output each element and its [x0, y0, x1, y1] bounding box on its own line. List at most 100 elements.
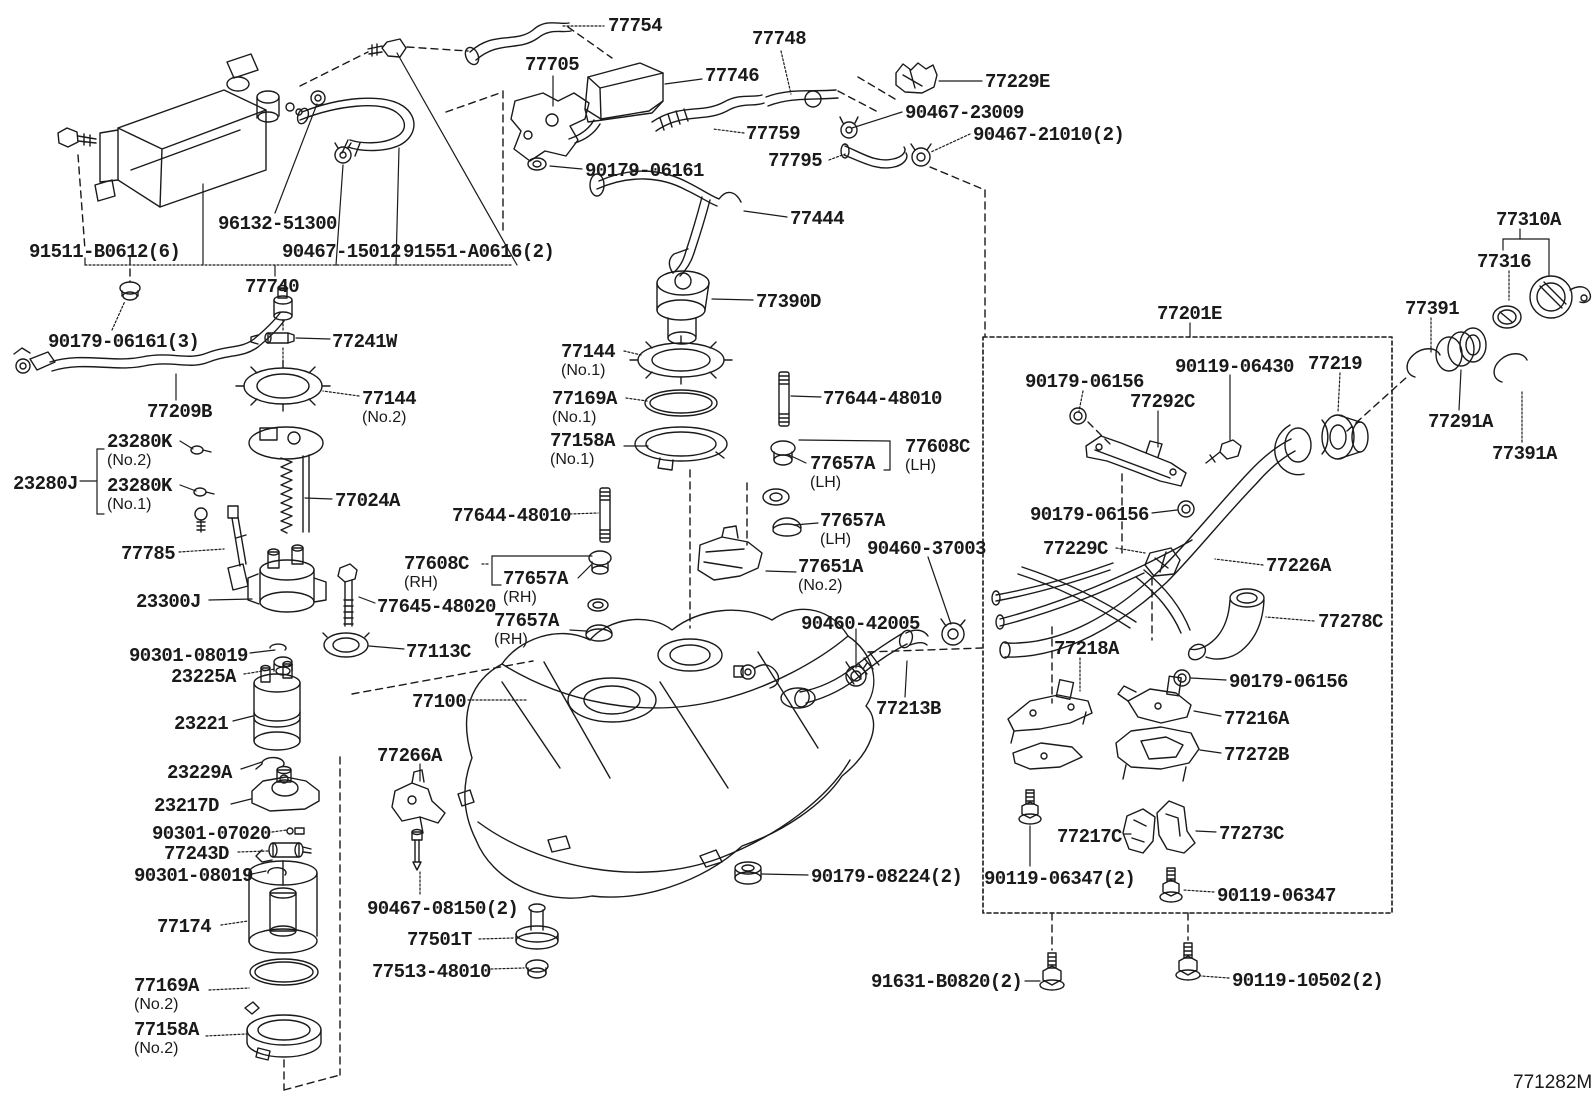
- part-number: 90119-10502(2): [1232, 970, 1384, 992]
- construction-line: [283, 1074, 341, 1091]
- part-label-77644-48010: 77644-48010: [452, 506, 571, 526]
- part-label-90179-06161: 90179-06161: [585, 161, 704, 181]
- leader-line: [230, 798, 252, 805]
- float-arm-77785: [227, 505, 249, 591]
- bolts-90119-06347: [1018, 789, 1183, 903]
- part-number: 77391A: [1492, 443, 1557, 465]
- part-label-90467-15012: 90467-15012: [282, 242, 401, 262]
- construction-line: [929, 166, 986, 191]
- cover-23217D: [251, 765, 320, 812]
- part-number-qualifier: (No.1): [552, 409, 597, 426]
- part-number: 77657A: [494, 610, 559, 632]
- part-number: 77316: [1477, 251, 1532, 273]
- part-label-90467-23009: 90467-23009: [905, 103, 1024, 123]
- bolt-91511-icon: [57, 127, 97, 148]
- bolt-77645-icon: [337, 563, 358, 627]
- part-label-77229c: 77229C: [1043, 539, 1108, 559]
- part-number: 77169A: [134, 975, 199, 997]
- pump-bracket-23300J: [247, 544, 327, 613]
- part-number: 77273C: [1219, 823, 1284, 845]
- leader-line: [569, 512, 599, 515]
- leader-line: [205, 1033, 247, 1037]
- filler-pipe-77226A: [991, 427, 1312, 659]
- plate-77158A-no2: [244, 1001, 322, 1061]
- part-number: 77209B: [147, 401, 212, 423]
- leader-line: [271, 829, 288, 833]
- part-label-90467-21010(2): 90467-21010(2): [973, 125, 1125, 145]
- part-label-77201e: 77201E: [1157, 304, 1222, 324]
- retainer-77144-no2: [235, 360, 331, 412]
- clamp-90460-37003-icon: [940, 618, 966, 646]
- leader-line: [237, 850, 269, 853]
- part-number: 77158A: [550, 430, 615, 452]
- part-label-77213b: 77213B: [876, 699, 941, 719]
- leader-line: [549, 165, 583, 170]
- leader-line: [179, 440, 194, 450]
- part-number: 91551-A0616(2): [403, 241, 555, 263]
- nut-90179-08224-icon: [734, 861, 762, 885]
- shield-77291A: [1435, 327, 1487, 372]
- part-number: 91631-B0820(2): [871, 971, 1023, 993]
- leader-line: [304, 497, 333, 500]
- nuts-90179-06156: [1069, 407, 1195, 687]
- part-label-77158a: 77158A(No.1): [550, 431, 615, 468]
- part-number: 77100: [412, 691, 467, 713]
- part-label-77273c: 77273C: [1219, 824, 1284, 844]
- leader-line: [828, 153, 846, 161]
- part-number-qualifier: (No.2): [798, 577, 843, 594]
- part-label-23280k: 23280K(No.2): [107, 432, 172, 469]
- part-number-qualifier: (RH): [404, 574, 438, 591]
- part-number: 77201E: [1157, 303, 1222, 325]
- part-label-91631-b0820(2): 91631-B0820(2): [871, 971, 1023, 993]
- part-number: 77608C: [905, 436, 970, 458]
- ring-23229A: [255, 756, 285, 770]
- grommets-77657A-rh: [585, 550, 613, 642]
- fuel-cap-77310A: [1529, 275, 1592, 319]
- part-label-77226a: 77226A: [1266, 556, 1331, 576]
- part-label-77391: 77391: [1405, 299, 1460, 319]
- part-number: 77644-48010: [823, 388, 942, 410]
- bolt-90119-06430-icon: [1205, 439, 1242, 464]
- part-number: 77501T: [407, 929, 472, 951]
- leader-line: [1151, 509, 1178, 514]
- leader-line: [712, 128, 745, 134]
- elbow-77278C: [1187, 588, 1265, 661]
- leader-line: [765, 570, 797, 573]
- part-number: 77229E: [985, 71, 1050, 93]
- part-number: 23280J: [13, 473, 78, 495]
- leader-line: [1078, 390, 1084, 412]
- gasket-77316-icon: [1492, 305, 1522, 329]
- part-number: 90460-42005: [801, 613, 920, 635]
- part-label-90179-08224(2): 90179-08224(2): [811, 867, 963, 887]
- leader-line: [788, 454, 807, 464]
- part-number: 77158A: [134, 1019, 199, 1041]
- part-label-77217c: 77217C: [1057, 827, 1122, 847]
- part-label-90460-37003: 90460-37003: [867, 539, 986, 559]
- part-label-23280j: 23280J: [13, 474, 78, 494]
- joint-77241W-icon: [250, 332, 295, 345]
- part-number: 77785: [121, 543, 176, 565]
- bracket-77705: [510, 92, 590, 171]
- leader-line: [761, 873, 809, 876]
- valve-77390D: [656, 248, 710, 345]
- part-number: 77213B: [876, 698, 941, 720]
- part-label-90179-06156: 90179-06156: [1025, 372, 1144, 392]
- part-number: 77266A: [377, 745, 442, 767]
- screw-90467-08150-icon: [411, 828, 423, 871]
- part-label-77278c: 77278C: [1318, 612, 1383, 632]
- part-label-23225a: 23225A: [171, 667, 236, 687]
- part-number: 77651A: [798, 556, 863, 578]
- part-label-77218a: 77218A: [1054, 639, 1119, 659]
- part-label-77391a: 77391A: [1492, 444, 1557, 464]
- part-label-77169a: 77169A(No.2): [134, 976, 199, 1013]
- part-number: 90301-08019: [129, 645, 248, 667]
- leader-line: [274, 103, 318, 214]
- bracket-77266A: [391, 769, 446, 834]
- leader-line: [240, 761, 263, 770]
- part-label-77657a: 77657A(RH): [503, 569, 568, 606]
- leader-line: [780, 50, 792, 95]
- leader-line: [930, 133, 971, 153]
- bracket-77292C: [1085, 435, 1187, 487]
- bracket-77216A: [1117, 675, 1192, 724]
- part-label-77513-48010: 77513-48010: [372, 962, 491, 982]
